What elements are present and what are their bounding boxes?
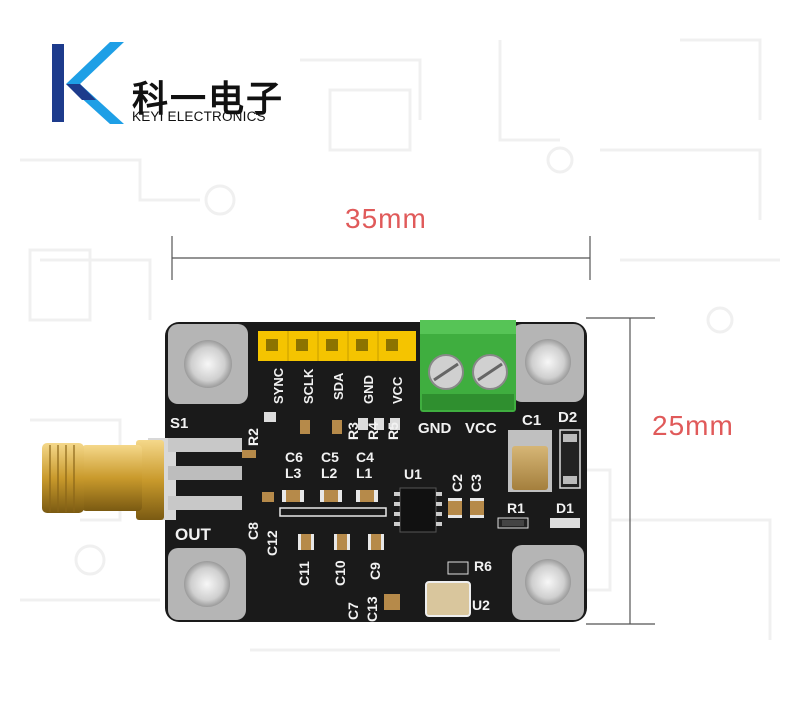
- label-c1: C1: [522, 412, 541, 429]
- width-dimension-label: 35mm: [345, 203, 427, 234]
- label-l1: L1: [356, 465, 373, 481]
- label-c4: C4: [356, 449, 374, 465]
- label-c5: C5: [321, 449, 339, 465]
- label-s1: S1: [170, 415, 188, 432]
- label-r2: R2: [245, 428, 261, 446]
- label-u2: U2: [472, 597, 490, 613]
- label-d2: D2: [558, 409, 577, 426]
- label-l2: L2: [321, 465, 338, 481]
- terminal-label-vcc: VCC: [465, 420, 497, 437]
- pin-label-sync: SYNC: [271, 367, 286, 404]
- label-c2: C2: [449, 474, 465, 492]
- pin-label-sclk: SCLK: [301, 368, 316, 404]
- pin-header: [258, 331, 416, 361]
- label-r6: R6: [474, 558, 492, 574]
- label-c7: C7: [345, 602, 361, 620]
- silkscreen-labels: SYNC SCLK SDA GND VCC GND VCC S1 OUT R2 …: [170, 367, 577, 622]
- brand-name-english: KEYI ELECTRONICS: [132, 109, 266, 124]
- label-d1: D1: [556, 500, 574, 516]
- label-c9: C9: [367, 562, 383, 580]
- width-dimension-line: [171, 236, 591, 280]
- capacitor-c1: [508, 430, 552, 492]
- label-r1: R1: [507, 500, 525, 516]
- terminal-label-gnd: GND: [418, 420, 452, 437]
- chip-u1: [394, 487, 442, 533]
- mounting-pad-top-right: [512, 324, 584, 402]
- sma-connector: [42, 438, 242, 520]
- height-dimension-line: [586, 317, 655, 625]
- label-c10: C10: [332, 560, 348, 586]
- label-c8: C8: [245, 522, 261, 540]
- label-r5: R5: [385, 422, 401, 440]
- label-c12: C12: [264, 530, 280, 556]
- label-out: OUT: [175, 525, 212, 544]
- label-r3: R3: [345, 422, 361, 440]
- height-dimension-label: 25mm: [652, 410, 734, 441]
- mounting-pad-top-left: [168, 324, 248, 404]
- mounting-pad-bottom-left: [168, 548, 246, 620]
- oscillator-u2: [425, 581, 471, 617]
- pin-label-sda: SDA: [331, 372, 346, 400]
- pin-label-vcc: VCC: [390, 376, 405, 404]
- pin-label-gnd: GND: [361, 375, 376, 404]
- brand-name-chinese: 科一电子: [132, 79, 285, 120]
- label-c13: C13: [364, 596, 380, 622]
- label-u1: U1: [404, 466, 422, 482]
- label-c6: C6: [285, 449, 303, 465]
- label-c3: C3: [468, 474, 484, 492]
- smd-components: [242, 412, 580, 610]
- label-l3: L3: [285, 465, 302, 481]
- label-c11: C11: [296, 561, 312, 586]
- screw-terminal: [420, 320, 516, 412]
- label-r4: R4: [365, 422, 381, 440]
- mounting-pad-bottom-right: [512, 545, 584, 620]
- diode-d2: [559, 429, 581, 489]
- keyi-logo-mark: [52, 42, 124, 124]
